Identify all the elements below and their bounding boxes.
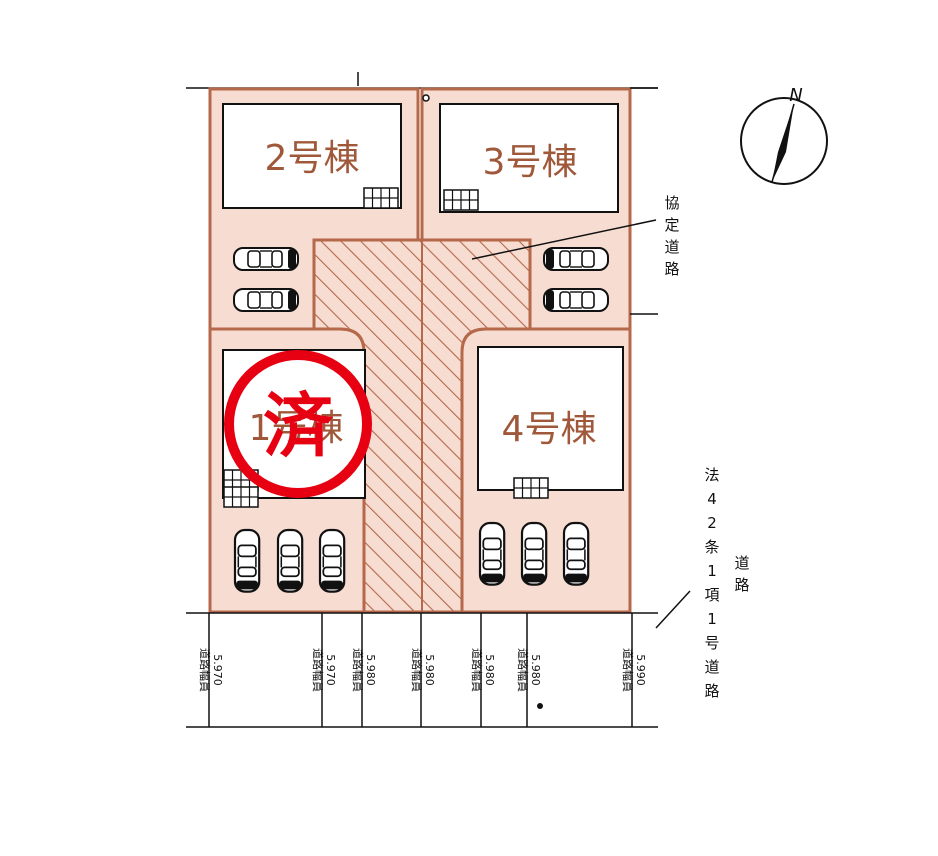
- svg-text:道路: 道路: [734, 554, 749, 594]
- car-icon: [276, 528, 304, 593]
- car-icon: [478, 521, 506, 586]
- lot-2-label: 2号棟: [265, 138, 360, 179]
- car-icon: [543, 247, 609, 271]
- road-width-label: 道路幅員5.980: [351, 648, 377, 692]
- sold-stamp: 済: [224, 350, 372, 498]
- stairs-icon: [443, 189, 479, 211]
- sold-stamp-text: 済: [263, 385, 334, 467]
- road-width-label: 道路幅員5.980: [470, 648, 496, 692]
- lot-4-label: 4号棟: [502, 409, 597, 450]
- road-width-label: 道路幅員5.970: [311, 648, 337, 692]
- front-road-leader: [655, 590, 691, 629]
- agreement-road-leader: [471, 219, 657, 260]
- car-icon: [520, 521, 548, 586]
- car-icon: [233, 288, 299, 312]
- north-label: N: [789, 85, 802, 106]
- car-icon: [233, 528, 261, 593]
- compass: N: [740, 85, 828, 185]
- stairs-icon: [223, 486, 259, 508]
- road-width-label: 道路幅員5.980: [516, 648, 542, 692]
- road-width-label: 道路幅員5.970: [198, 648, 224, 692]
- survey-point-icon: [537, 703, 543, 709]
- lot-3-label: 3号棟: [483, 142, 578, 183]
- lot-1-label: 1号棟: [249, 408, 344, 449]
- road-width-dimensions: [208, 613, 633, 727]
- agreement-road-label: 協定道路: [664, 194, 679, 278]
- road-width-label: 道路幅員5.980: [410, 648, 436, 692]
- boundary-marker-icon: [422, 94, 430, 102]
- road-width-label: 道路幅員5.990: [621, 648, 647, 692]
- car-icon: [562, 521, 590, 586]
- car-icon: [233, 247, 299, 271]
- stairs-icon: [363, 187, 399, 209]
- car-icon: [318, 528, 346, 593]
- stairs-icon: [513, 477, 549, 499]
- car-icon: [543, 288, 609, 312]
- building-4: [477, 346, 624, 491]
- svg-text:協定道路: 協定道路: [664, 194, 679, 278]
